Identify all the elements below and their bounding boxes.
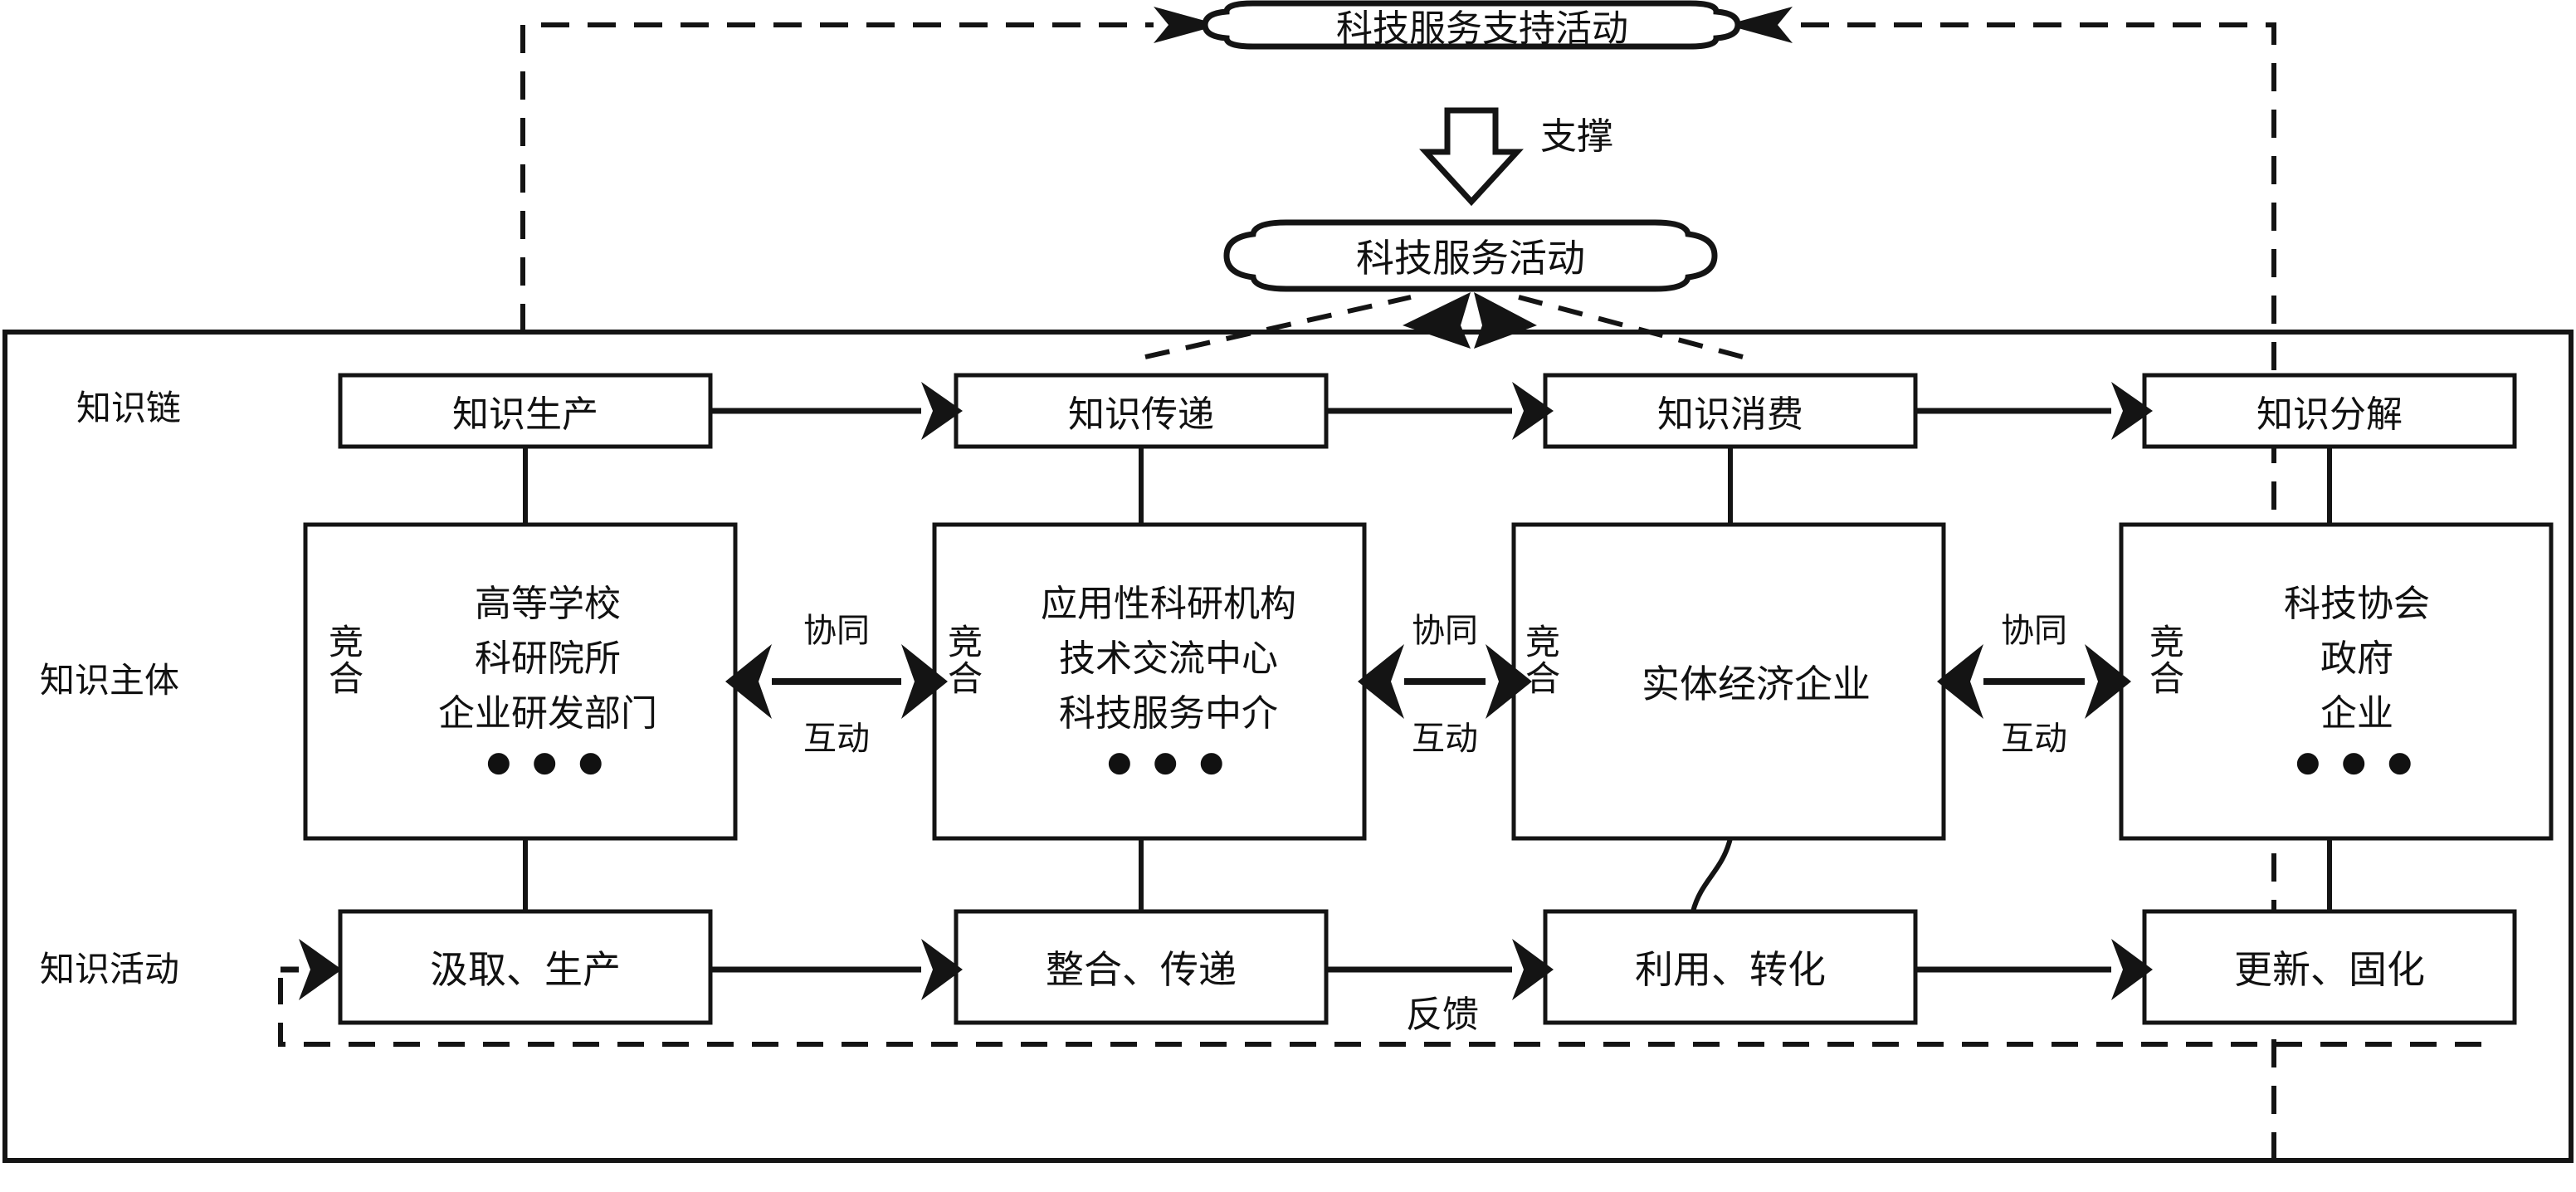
interaction-label-1-top: 协同 — [803, 612, 870, 650]
subject-box-3-side-label: 竞 合 — [1524, 622, 1562, 700]
subject-box-4-side-label: 竞 合 — [2148, 622, 2186, 700]
subject-box-4 — [2119, 522, 2554, 841]
chain-box-3 — [1543, 373, 1918, 449]
subject-box-4-ellipsis: ● ● ● — [2295, 745, 2419, 779]
feedback-arrowhead-into-activity1 — [299, 939, 342, 1000]
arrowhead-into-top-cloud-right — [1726, 7, 1793, 43]
subject-box-2-side-char-2: 合 — [947, 658, 983, 700]
interaction-arrowhead-2-left — [1358, 644, 1404, 719]
chain-box-label-3[interactable]: 知识消费 — [1657, 393, 1803, 436]
interaction-arrowhead-3-right — [2085, 644, 2131, 719]
chain-box-4 — [2142, 373, 2517, 449]
row-label-knowledge-chain: 知识链 — [76, 388, 182, 428]
top-cloud-label: 科技服务支持活动 — [1336, 7, 1628, 50]
chain-arrowhead-3-4 — [2111, 382, 2153, 440]
subject-box-2-side-char-1: 竞 — [947, 622, 983, 662]
chain-arrowhead-1-2 — [921, 382, 963, 440]
dashed-left-riser — [520, 22, 1154, 332]
chain-box-label-1[interactable]: 知识生产 — [452, 393, 598, 436]
interaction-arrowhead-3-left — [1937, 644, 1983, 719]
subject-box-2-line-3: 科技服务中介 — [1059, 692, 1278, 735]
interaction-label-2-top: 协同 — [1412, 612, 1478, 650]
activity-arrowhead-1-2 — [921, 939, 963, 1000]
feedback-dashed-path — [278, 970, 2481, 1047]
interaction-arrowhead-2-right — [1486, 644, 1532, 719]
chain-arrowhead-2-3 — [1512, 382, 1554, 440]
subject-box-2-side-label: 竞 合 — [946, 622, 984, 700]
top-cloud-shape — [1202, 0, 1741, 50]
activity-box-2 — [954, 909, 1329, 1025]
subject-box-4-line-3: 企业 — [2320, 692, 2393, 735]
activity-box-3 — [1543, 909, 1918, 1025]
service-cloud-shape — [1223, 219, 1718, 292]
subject-box-3-line-1: 实体经济企业 — [1642, 662, 1871, 706]
subject-box-1 — [303, 522, 738, 841]
interaction-label-3-bottom: 互动 — [2001, 720, 2067, 758]
activity-box-label-1[interactable]: 汲取、生产 — [430, 947, 621, 992]
feedback-label: 反馈 — [1394, 995, 1490, 1035]
arrowhead-into-top-cloud-left — [1154, 7, 1220, 43]
dashed-converge-from-knowledge-transfer — [1144, 295, 1412, 359]
subject-box-4-line-1: 科技协会 — [2284, 583, 2430, 625]
service-cloud-label: 科技服务活动 — [1356, 236, 1585, 281]
subject-box-2-line-1: 应用性科研机构 — [1041, 583, 1296, 625]
activity-box-label-3[interactable]: 利用、转化 — [1635, 947, 1826, 992]
subject-box-1-line-1: 高等学校 — [475, 583, 621, 625]
subject-box-4-side-char-2: 合 — [2149, 658, 2184, 700]
interaction-label-3-top: 协同 — [2001, 612, 2067, 650]
subject-box-1-line-3: 企业研发部门 — [438, 692, 657, 735]
chain-box-1 — [338, 373, 713, 449]
connector-subject3-activity3 — [1690, 838, 1733, 912]
row-label-knowledge-activity: 知识活动 — [40, 949, 180, 989]
system-boundary-frame — [2, 330, 2574, 1163]
activity-box-4 — [2142, 909, 2517, 1025]
subject-box-4-side-char-1: 竞 — [2149, 622, 2184, 662]
interaction-arrowhead-1-left — [725, 644, 772, 719]
subject-box-2 — [932, 522, 1367, 841]
subject-box-3-side-char-1: 竞 — [1525, 622, 1560, 662]
activity-arrowhead-3-4 — [2111, 939, 2153, 1000]
dashed-converge-from-knowledge-consumption — [1518, 295, 1744, 359]
subject-box-4-line-2: 政府 — [2320, 638, 2393, 680]
support-arrow-label: 支撑 — [1540, 115, 1613, 158]
subject-box-1-ellipsis: ● ● ● — [485, 745, 610, 779]
subject-box-2-ellipsis: ● ● ● — [1106, 745, 1231, 779]
chain-box-label-4[interactable]: 知识分解 — [2256, 393, 2403, 436]
interaction-label-2-bottom: 互动 — [1412, 720, 1478, 758]
activity-box-label-2[interactable]: 整合、传递 — [1046, 947, 1237, 992]
arrowhead-converge-right — [1474, 292, 1537, 349]
interaction-label-1-bottom: 互动 — [803, 720, 870, 758]
activity-arrowhead-2-3 — [1512, 939, 1554, 1000]
chain-box-label-2[interactable]: 知识传递 — [1068, 393, 1214, 436]
interaction-arrowhead-1-right — [901, 644, 948, 719]
row-label-knowledge-subject: 知识主体 — [40, 660, 180, 701]
subject-box-1-line-2: 科研院所 — [475, 638, 621, 680]
subject-box-1-side-char-1: 竞 — [328, 622, 363, 662]
subject-box-1-side-label: 竞 合 — [327, 622, 365, 700]
subject-box-2-line-2: 技术交流中心 — [1059, 638, 1278, 680]
subject-box-3-side-char-2: 合 — [1525, 658, 1560, 700]
activity-box-1 — [338, 909, 713, 1025]
support-block-arrow — [1419, 107, 1524, 207]
arrowhead-converge-left — [1403, 292, 1471, 349]
activity-box-label-4[interactable]: 更新、固化 — [2234, 947, 2425, 992]
subject-box-1-side-char-2: 合 — [328, 658, 363, 700]
